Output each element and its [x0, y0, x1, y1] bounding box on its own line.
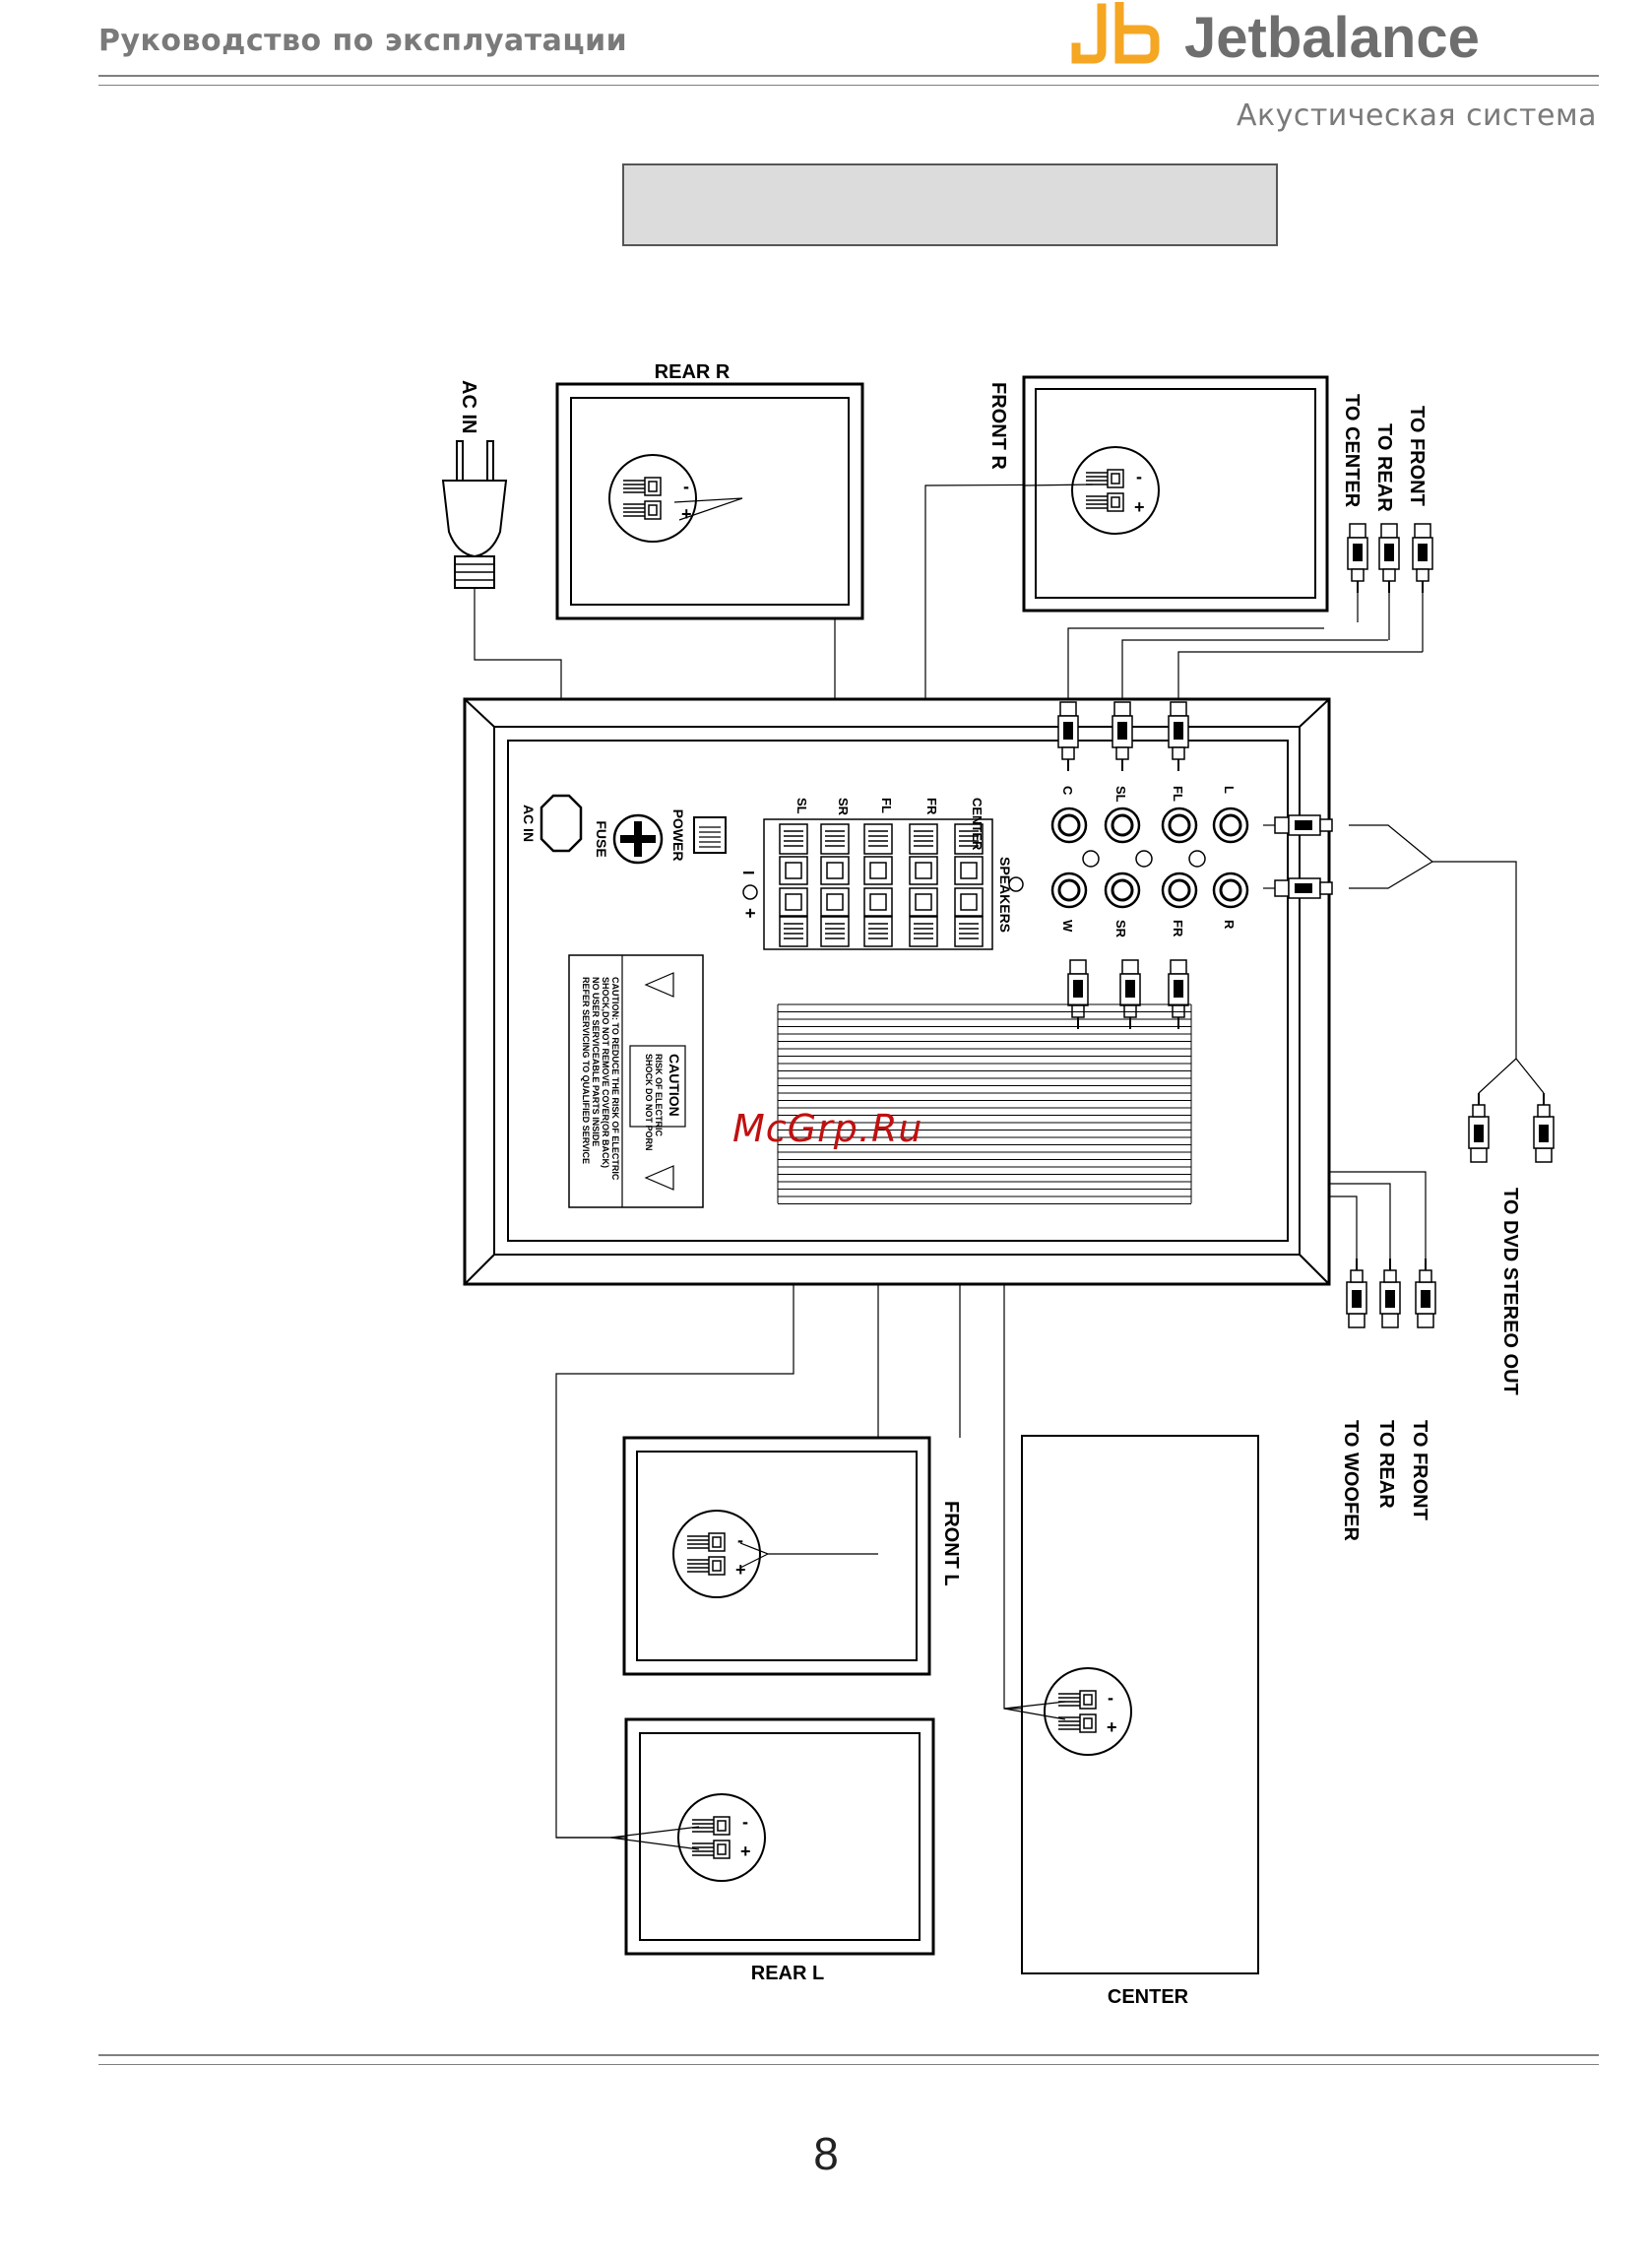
label-rear-r: REAR R [655, 361, 731, 383]
bottom-to-rear: TO REAR [1375, 1420, 1397, 1509]
rear-l-plus: + [740, 1841, 751, 1861]
rca-label-fr-bottom: FR [1171, 920, 1185, 937]
jetbalance-logo: Jetbalance [1071, 2, 1480, 67]
rca-jack-fl-top[interactable] [1161, 807, 1198, 844]
brand-name: Jetbalance [1184, 6, 1480, 67]
rca-jack-fr-bottom[interactable] [1161, 872, 1198, 909]
front-l-minus: - [737, 1530, 743, 1550]
panel-power: POWER [670, 809, 686, 862]
caution-line1: CAUTION: TO REDUCE THE RISK OF ELECTRIC [610, 977, 620, 1181]
rear-r-minus: - [683, 477, 689, 496]
caution-sub2: SHOCK DO NOT PORN [644, 1054, 654, 1151]
rca-jack-sr-bottom[interactable] [1104, 872, 1141, 909]
page-number: 8 [813, 2128, 839, 2179]
panel-fuse: FUSE [594, 820, 609, 857]
rca-jack-c-top[interactable] [1050, 807, 1088, 844]
caution-line3: NO USER SERVICEABLE PARTS INSIDE [591, 977, 601, 1146]
label-center: CENTER [1108, 1986, 1189, 2008]
label-front-r: FRONT R [987, 382, 1009, 470]
rca-label-l-top: L [1222, 786, 1237, 794]
rca-jack-w-bottom[interactable] [1050, 872, 1088, 909]
top-to-front: TO FRONT [1406, 406, 1428, 506]
terminal-label-sr: SR [836, 798, 851, 816]
center-minus: - [1108, 1688, 1113, 1708]
switch-on-mark: + [740, 908, 760, 919]
ac-plug [441, 440, 508, 589]
rear-l-minus: - [742, 1812, 748, 1832]
front-r-minus: - [1136, 467, 1142, 486]
rca-label-w-bottom: W [1060, 920, 1075, 933]
rca-label-sl-top: SL [1113, 786, 1128, 803]
rca-label-r-bottom: R [1222, 920, 1237, 930]
label-front-l: FRONT L [940, 1501, 962, 1586]
caution-title: CAUTION [667, 1054, 682, 1117]
watermark: McGrp.Ru [732, 1107, 923, 1150]
footer-rule-top [98, 2054, 1599, 2056]
center-plus: + [1107, 1717, 1117, 1737]
top-to-center: TO CENTER [1341, 394, 1363, 508]
terminal-label-center: CENTER [970, 798, 985, 851]
bottom-to-front: TO FRONT [1409, 1420, 1430, 1520]
front-l-plus: + [735, 1560, 746, 1580]
header-rule-top [98, 75, 1599, 77]
rca-label-c-top: C [1060, 786, 1075, 796]
rear-r-plus: + [681, 504, 692, 524]
label-rear-l: REAR L [751, 1963, 824, 1984]
caution-label: CAUTION RISK OF ELECTRIC SHOCK DO NOT PO… [568, 954, 704, 1208]
caution-line2: SHOCK,DO NOT REMOVE COVER(OR BACK) [601, 977, 610, 1168]
heatsink [777, 1003, 1192, 1204]
switch-indicator [742, 884, 758, 900]
fuse-holder [612, 813, 664, 865]
bottom-to-woofer: TO WOOFER [1340, 1420, 1362, 1542]
power-switch [693, 816, 727, 854]
top-to-rear: TO REAR [1373, 423, 1395, 512]
rca-label-fl-top: FL [1171, 786, 1185, 802]
switch-off-mark: I [739, 871, 756, 874]
caution-sub1: RISK OF ELECTRIC [654, 1054, 664, 1137]
front-r-plus: + [1134, 497, 1145, 517]
header-rule-bottom [98, 85, 1599, 86]
label-dvd-out: TO DVD STEREO OUT [1499, 1188, 1521, 1395]
caution-line4: REFER SERVICING TO QUALIFIED SERVICE [581, 977, 591, 1164]
manual-title: Руководство по эксплуатации [98, 24, 628, 58]
label-ac-in: AC IN [458, 380, 479, 433]
panel-ac-in: AC IN [521, 805, 537, 842]
ac-in-socket [540, 794, 583, 853]
rca-label-sr-bottom: SR [1113, 920, 1128, 938]
panel-speakers: SPEAKERS [997, 857, 1013, 933]
rca-jack-sl-top[interactable] [1104, 807, 1141, 844]
footer-rule-bottom [98, 2064, 1599, 2065]
diagram-title-box [622, 163, 1278, 246]
rca-jack-l-top[interactable] [1212, 807, 1249, 844]
terminal-label-fl: FL [879, 798, 894, 813]
terminal-label-sl: SL [794, 798, 809, 814]
terminal-label-fr: FR [924, 798, 939, 815]
manual-subtitle: Акустическая система [1236, 98, 1597, 133]
rca-jack-r-bottom[interactable] [1212, 872, 1249, 909]
